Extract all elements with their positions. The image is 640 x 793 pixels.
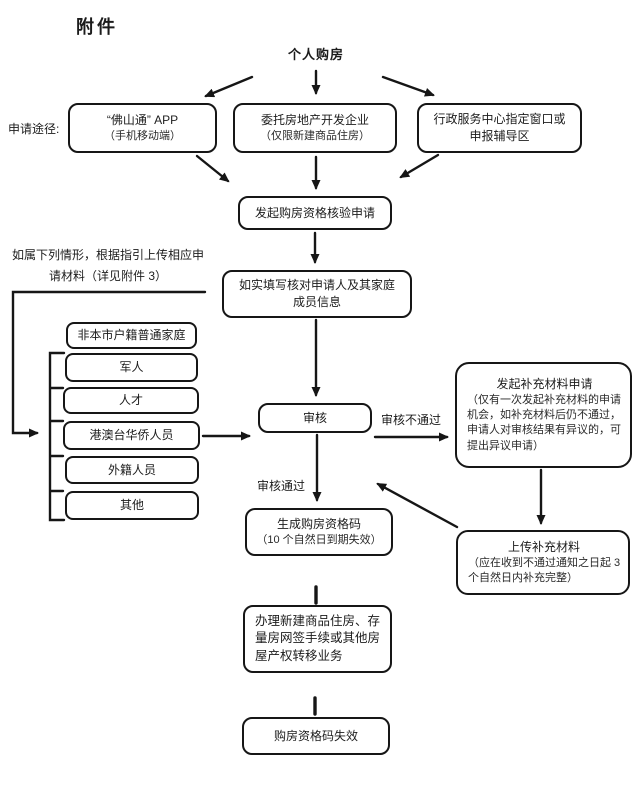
arrow-start-to-app bbox=[204, 75, 254, 98]
node-line: 委托房地产开发企业 bbox=[260, 112, 369, 127]
node-line: 非本市户籍普通家庭 bbox=[77, 328, 186, 343]
node-line: 人才 bbox=[118, 393, 143, 408]
node-note: （应在收到不通过通知之日起 3 bbox=[468, 556, 621, 569]
arrow-service-center-to-initiate bbox=[399, 153, 440, 179]
node-audit: 审核 bbox=[258, 403, 372, 433]
node-handle-transfer: 办理新建商品住房、存 量房网签手续或其他房 屋产权转移业务 bbox=[243, 605, 392, 673]
node-generate-code: 生成购房资格码 （10 个自然日到期失效） bbox=[245, 508, 393, 556]
node-line: 其他 bbox=[119, 498, 144, 513]
node-line: 量房网签手续或其他房 bbox=[255, 631, 381, 646]
node-line: 生成购房资格码 bbox=[276, 516, 361, 531]
node-category-foreign: 外籍人员 bbox=[65, 456, 199, 484]
node-line: 外籍人员 bbox=[107, 462, 156, 477]
annotation-elbow-arrow bbox=[11, 290, 207, 438]
audit-fail-edge-label: 审核不通过 bbox=[381, 413, 442, 427]
arrow-app-to-initiate bbox=[195, 154, 230, 183]
arrow-upload-back-to-audit bbox=[376, 482, 459, 529]
node-line: 港澳台华侨人员 bbox=[89, 428, 174, 443]
category-bracket bbox=[48, 351, 66, 522]
node-title: 发起补充材料申请 bbox=[496, 376, 593, 391]
node-developer: 委托房地产开发企业 （仅限新建商品住房） bbox=[233, 103, 397, 153]
annotation-line-2: 请材料（详见附件 3） bbox=[48, 269, 167, 283]
node-foshantong-app: “佛山通” APP （手机移动端） bbox=[68, 103, 217, 153]
node-fill-info: 如实填写核对申请人及其家庭 成员信息 bbox=[222, 270, 412, 318]
node-line: （10 个自然日到期失效） bbox=[256, 533, 382, 546]
node-line: 申报辅导区 bbox=[469, 129, 530, 143]
node-upload-supplement: 上传补充材料 （应在收到不通过通知之日起 3 个自然日内补充完整） bbox=[456, 530, 630, 595]
node-category-military: 军人 bbox=[65, 353, 198, 382]
node-note: 提出异议申请） bbox=[467, 439, 544, 452]
node-line: 行政服务中心指定窗口或 bbox=[433, 112, 566, 127]
node-category-hk-macao-taiwan: 港澳台华侨人员 bbox=[63, 421, 200, 450]
node-line: 屋产权转移业务 bbox=[255, 648, 343, 663]
node-line: 办理新建商品住房、存 bbox=[255, 613, 381, 628]
node-note: 机会，如补充材料后仍不通过， bbox=[467, 409, 621, 421]
node-line: （仅限新建商品住房） bbox=[260, 129, 370, 142]
node-note: （仅有一次发起补充材料的申请 bbox=[467, 393, 621, 406]
apply-channel-label: 申请途径: bbox=[8, 122, 60, 136]
node-line: 成员信息 bbox=[292, 295, 341, 309]
node-line: 购房资格码失效 bbox=[273, 728, 358, 743]
node-note: 申请人对审核结果有异议的，可 bbox=[467, 424, 621, 437]
node-category-other: 其他 bbox=[65, 491, 199, 520]
annotation-line-1: 如属下列情形，根据指引上传相应申 bbox=[11, 248, 204, 262]
node-code-invalid: 购房资格码失效 bbox=[242, 717, 390, 755]
node-line: 如实填写核对申请人及其家庭 bbox=[238, 278, 395, 293]
node-initiate-verification: 发起购房资格核验申请 bbox=[238, 196, 392, 230]
arrow-start-to-service-center bbox=[381, 75, 435, 97]
node-category-talent: 人才 bbox=[63, 387, 199, 414]
node-line: 发起购房资格核验申请 bbox=[254, 205, 375, 220]
node-line: 审核 bbox=[302, 410, 327, 425]
node-supplement-request: 发起补充材料申请 （仅有一次发起补充材料的申请 机会，如补充材料后仍不通过， 申… bbox=[455, 362, 632, 468]
node-line: “佛山通” APP bbox=[106, 112, 179, 127]
node-category-non-local-family: 非本市户籍普通家庭 bbox=[66, 322, 197, 349]
node-service-center: 行政服务中心指定窗口或 申报辅导区 bbox=[417, 103, 582, 153]
page-title: 附件 bbox=[76, 17, 118, 37]
node-line: （手机移动端） bbox=[104, 129, 181, 142]
node-note: 个自然日内补充完整） bbox=[468, 571, 578, 584]
node-line: 军人 bbox=[119, 360, 144, 375]
node-title: 上传补充材料 bbox=[507, 539, 580, 554]
audit-pass-edge-label: 审核通过 bbox=[257, 479, 306, 493]
start-node-label: 个人购房 bbox=[287, 47, 344, 62]
upload-materials-annotation: 如属下列情形，根据指引上传相应申 请材料（详见附件 3） bbox=[5, 245, 211, 287]
